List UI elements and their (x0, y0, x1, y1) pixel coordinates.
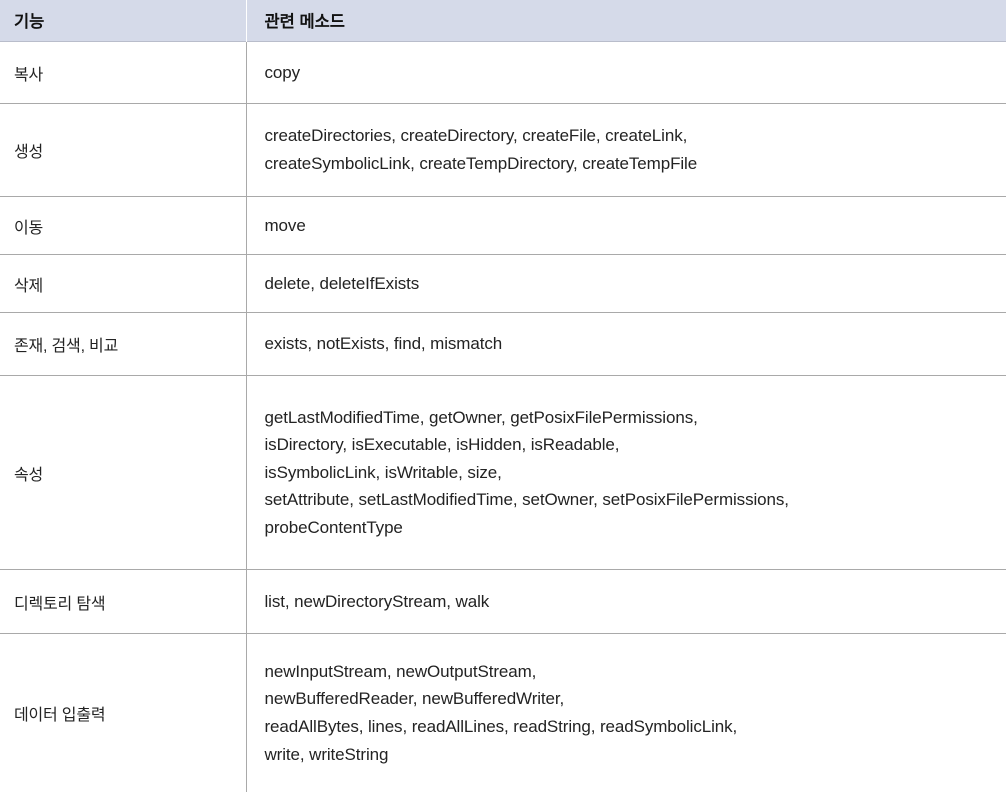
method-line: setAttribute, setLastModifiedTime, setOw… (265, 486, 997, 514)
table-row: 복사 copy (0, 42, 1006, 104)
cell-feature: 디렉토리 탐색 (0, 570, 246, 634)
method-line: probeContentType (265, 514, 997, 542)
cell-feature: 존재, 검색, 비교 (0, 313, 246, 376)
table-row: 생성 createDirectories, createDirectory, cr… (0, 104, 1006, 197)
cell-methods: list, newDirectoryStream, walk (246, 570, 1006, 634)
cell-feature: 생성 (0, 104, 246, 197)
method-line: list, newDirectoryStream, walk (265, 588, 997, 616)
cell-methods: exists, notExists, find, mismatch (246, 313, 1006, 376)
method-line: exists, notExists, find, mismatch (265, 330, 997, 358)
method-line: createSymbolicLink, createTempDirectory,… (265, 150, 997, 178)
cell-methods: move (246, 197, 1006, 255)
cell-methods: delete, deleteIfExists (246, 255, 1006, 313)
method-line: newInputStream, newOutputStream, (265, 658, 997, 686)
table-header: 기능 관련 메소드 (0, 0, 1006, 42)
method-line: copy (265, 59, 997, 87)
table-row: 이동 move (0, 197, 1006, 255)
method-line: newBufferedReader, newBufferedWriter, (265, 685, 997, 713)
cell-feature: 삭제 (0, 255, 246, 313)
cell-feature: 이동 (0, 197, 246, 255)
cell-methods: newInputStream, newOutputStream,newBuffe… (246, 634, 1006, 792)
cell-methods: copy (246, 42, 1006, 104)
table-row: 삭제 delete, deleteIfExists (0, 255, 1006, 313)
method-line: isDirectory, isExecutable, isHidden, isR… (265, 431, 997, 459)
table-header-row: 기능 관련 메소드 (0, 0, 1006, 42)
cell-feature: 복사 (0, 42, 246, 104)
column-header-feature: 기능 (0, 0, 246, 42)
method-line: getLastModifiedTime, getOwner, getPosixF… (265, 404, 997, 432)
table-row: 디렉토리 탐색 list, newDirectoryStream, walk (0, 570, 1006, 634)
cell-feature: 데이터 입출력 (0, 634, 246, 792)
table-row: 속성 getLastModifiedTime, getOwner, getPosi… (0, 376, 1006, 570)
cell-methods: getLastModifiedTime, getOwner, getPosixF… (246, 376, 1006, 570)
table-body: 복사 copy 생성 createDirectories, createDirecto… (0, 42, 1006, 792)
method-line: write, writeString (265, 741, 997, 769)
method-line: createDirectories, createDirectory, crea… (265, 122, 997, 150)
cell-feature: 속성 (0, 376, 246, 570)
method-line: readAllBytes, lines, readAllLines, readS… (265, 713, 997, 741)
column-header-methods: 관련 메소드 (246, 0, 1006, 42)
method-line: move (265, 212, 997, 240)
method-line: isSymbolicLink, isWritable, size, (265, 459, 997, 487)
table-row: 존재, 검색, 비교 exists, notExists, find, misma… (0, 313, 1006, 376)
method-line: delete, deleteIfExists (265, 270, 997, 298)
cell-methods: createDirectories, createDirectory, crea… (246, 104, 1006, 197)
